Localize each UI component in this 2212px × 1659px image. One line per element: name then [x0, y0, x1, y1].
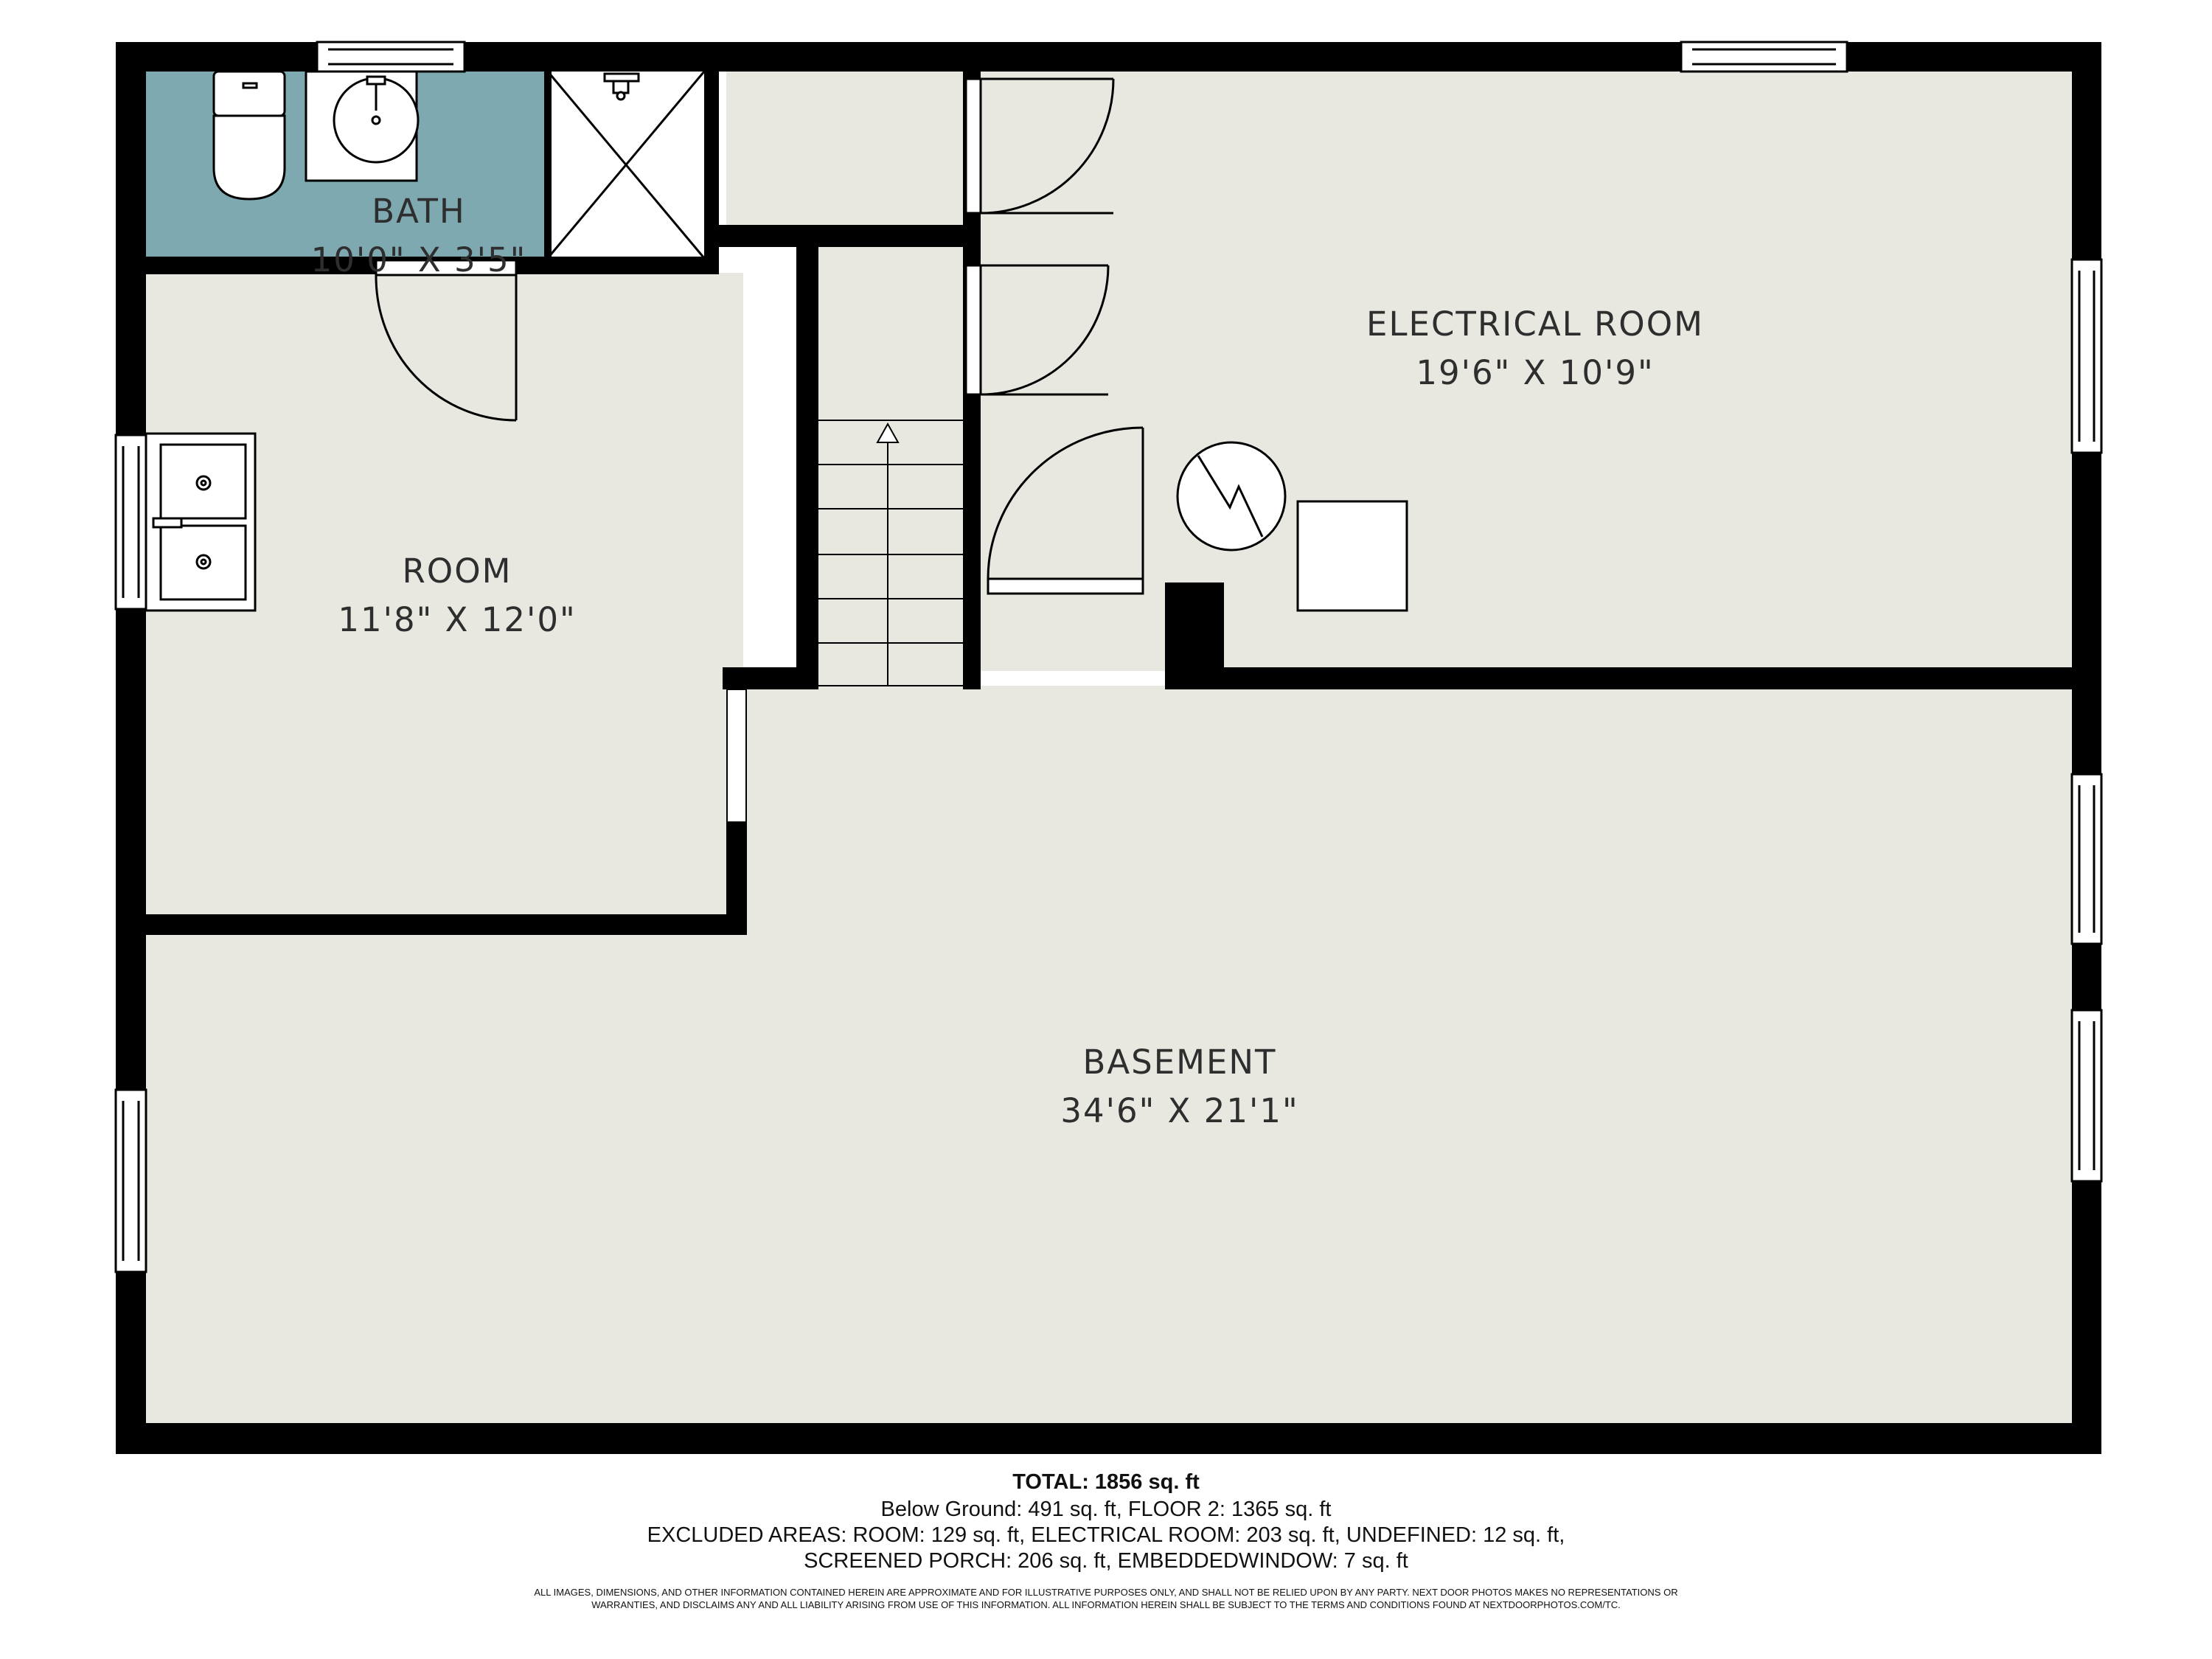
bath-fixtures [212, 70, 706, 259]
stair-arrow-head [876, 422, 900, 443]
toilet-bowl [212, 114, 286, 201]
doors [375, 77, 1144, 595]
excluded-areas: EXCLUDED AREAS: ROOM: 129 sq. ft, ELECTR… [647, 1523, 1565, 1547]
door-electrical [987, 426, 1144, 595]
floor-electrical [973, 66, 2072, 671]
laundry-sink [145, 432, 257, 612]
floor-basement [146, 686, 2072, 1423]
total-area: TOTAL: 1856 sq. ft [1012, 1470, 1200, 1494]
floor-stair [818, 247, 970, 689]
electrical-panel [1176, 441, 1287, 552]
room-dims: 11'8" X 12'0" [338, 600, 576, 639]
floor-closet [726, 66, 966, 232]
opening-room-basement [726, 689, 747, 823]
bath-dims: 10'0" X 3'5" [311, 240, 527, 279]
excluded-areas-continued: SCREENED PORCH: 206 sq. ft, EMBEDDEDWIND… [804, 1549, 1408, 1573]
electrical-room-label: ELECTRICAL ROOM [1366, 305, 1704, 344]
stairs [818, 420, 963, 686]
basement-label: BASEMENT [1082, 1043, 1276, 1082]
shower-drain [546, 71, 706, 259]
room-label: ROOM [403, 552, 512, 591]
window-basement-left [114, 1088, 147, 1273]
window-basement-right-1 [2070, 773, 2103, 945]
electrical-room-dims: 19'6" X 10'9" [1416, 353, 1654, 392]
area-breakdown: Below Ground: 491 sq. ft, FLOOR 2: 1365 … [880, 1498, 1332, 1521]
basement-dims: 34'6" X 21'1" [1060, 1091, 1298, 1130]
door-closet [964, 77, 1115, 215]
utility-box [1296, 500, 1408, 612]
door-stair [964, 264, 1110, 396]
window-room-left [114, 434, 147, 611]
bath-label: BATH [372, 192, 466, 231]
window-bath-top [316, 41, 466, 73]
window-electrical-right [2070, 258, 2103, 454]
window-electrical-top [1680, 41, 1848, 73]
door-bath [375, 259, 518, 422]
window-basement-right-2 [2070, 1009, 2103, 1183]
toilet-tank [212, 70, 286, 117]
disclaimer: ALL IMAGES, DIMENSIONS, AND OTHER INFORM… [534, 1587, 1678, 1610]
